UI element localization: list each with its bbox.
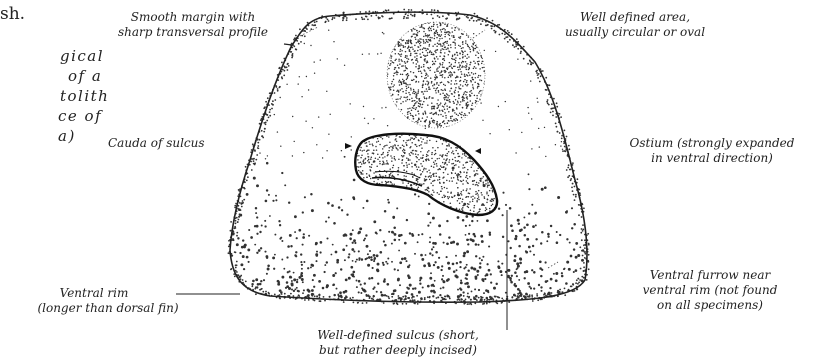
label-line: usually circular or oval [540,25,730,40]
label-line: Cauda of sulcus [108,136,205,151]
label-ventral-furrow: Ventral furrow near ventral rim (not fou… [615,268,805,313]
label-cauda: Cauda of sulcus [108,136,205,151]
label-line: on all specimens) [615,298,805,313]
label-well-defined-area: Well defined area, usually circular or o… [540,10,730,40]
ostium-pointer [475,148,481,154]
label-line: Smooth margin with [98,10,288,25]
well-area-leader [470,30,485,40]
margin-stipple [228,9,590,306]
label-line: Ventral rim [18,286,198,301]
label-line: but rather deeply incised) [298,343,498,358]
label-line: Well defined area, [540,10,730,25]
furrow-leader [548,262,558,268]
label-ventral-rim: Ventral rim (longer than dorsal fin) [18,286,198,316]
label-line: in ventral direction) [612,151,812,166]
sulcus-stipple [353,129,500,218]
label-line: sharp transversal profile [98,25,288,40]
label-ostium: Ostium (strongly expanded in ventral dir… [612,136,812,166]
label-sulcus: Well-defined sulcus (short, but rather d… [298,328,498,358]
otolith-outline [230,12,587,302]
label-line: Well-defined sulcus (short, [298,328,498,343]
cauda-pointer [345,143,352,149]
dorsal-notch [284,44,292,52]
label-line: (longer than dorsal fin) [18,301,198,316]
well-defined-area-stipple [385,21,486,128]
label-smooth-margin: Smooth margin with sharp transversal pro… [98,10,288,40]
label-line: Ostium (strongly expanded [612,136,812,151]
label-line: ventral rim (not found [615,283,805,298]
label-line: Ventral furrow near [615,268,805,283]
